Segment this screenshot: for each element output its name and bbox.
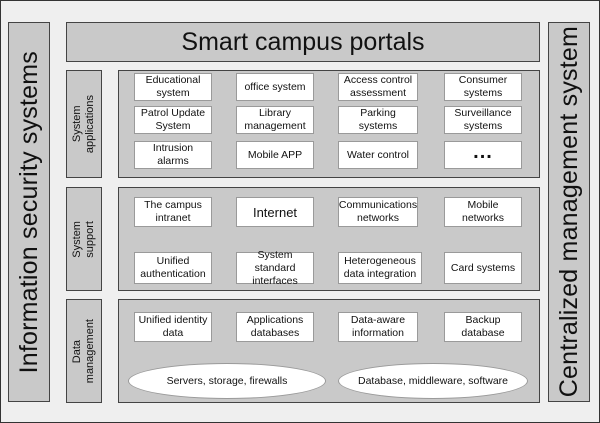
- security-systems-panel: Information security systems: [8, 22, 50, 402]
- infrastructure-software-ellipse: Database, middleware, software: [338, 363, 528, 399]
- infrastructure-hardware-ellipse: Servers, storage, firewalls: [128, 363, 326, 399]
- app-more-ellipsis: ...: [444, 141, 522, 169]
- data-aware-information: Data-aware information: [338, 312, 418, 342]
- support-unified-authentication: Unified authentication: [134, 252, 212, 284]
- app-consumer-systems: Consumer systems: [444, 73, 522, 101]
- support-label: System support: [71, 220, 96, 258]
- data-unified-identity: Unified identity data: [134, 312, 212, 342]
- app-library-management: Library management: [236, 106, 314, 134]
- app-intrusion-alarms: Intrusion alarms: [134, 141, 212, 169]
- data-applications-databases: Applications databases: [236, 312, 314, 342]
- app-parking-systems: Parking systems: [338, 106, 418, 134]
- support-heterogeneous-data: Heterogeneous data integration: [338, 252, 422, 284]
- app-water-control: Water control: [338, 141, 418, 169]
- data-label-panel: Data management: [66, 299, 102, 403]
- portal-title: Smart campus portals: [181, 27, 425, 56]
- support-system-standard-interfaces: System standard interfaces: [236, 249, 314, 287]
- app-mobile-app: Mobile APP: [236, 141, 314, 169]
- app-patrol-update: Patrol Update System: [134, 106, 212, 134]
- app-surveillance-systems: Surveillance systems: [444, 106, 522, 134]
- app-educational-system: Educational system: [134, 73, 212, 101]
- app-access-control: Access control assessment: [338, 73, 418, 101]
- support-mobile-networks: Mobile networks: [444, 197, 522, 227]
- support-label-panel: System support: [66, 187, 102, 291]
- support-card-systems: Card systems: [444, 252, 522, 284]
- security-systems-label: Information security systems: [14, 50, 43, 374]
- portal-title-bar: Smart campus portals: [66, 22, 540, 62]
- support-campus-intranet: The campus intranet: [134, 197, 212, 227]
- applications-label: System applications: [71, 94, 96, 154]
- data-backup-database: Backup database: [444, 312, 522, 342]
- management-system-panel: Centralized management system: [548, 22, 590, 402]
- support-communications-networks: Communications networks: [338, 197, 418, 227]
- applications-label-panel: System applications: [66, 70, 102, 178]
- data-label: Data management: [71, 318, 96, 384]
- management-system-label: Centralized management system: [554, 26, 583, 398]
- support-internet: Internet: [236, 197, 314, 227]
- app-office-system: office system: [236, 73, 314, 101]
